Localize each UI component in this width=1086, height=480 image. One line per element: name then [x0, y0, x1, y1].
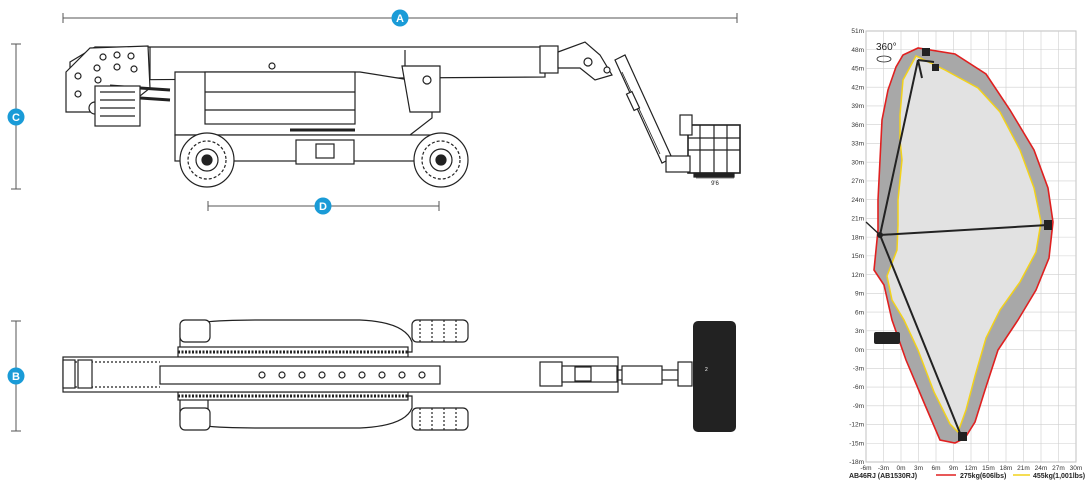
- range-chart-model-label: AB46RJ (AB1530RJ): [849, 473, 917, 480]
- platform-id-mark: 2: [705, 367, 708, 373]
- x-tick-label: 27m: [1052, 465, 1065, 472]
- dimension-b: B: [7, 320, 25, 432]
- y-tick-label: 6m: [855, 309, 864, 316]
- top-wheel-fl: [411, 319, 469, 343]
- x-tick-label: 0m: [896, 465, 905, 472]
- badge-b: [7, 367, 25, 385]
- side-front-wheel: [413, 132, 469, 188]
- y-tick-label: -12m: [849, 422, 864, 429]
- y-tick-label: 27m: [851, 178, 864, 185]
- badge-a-label: A: [396, 13, 404, 25]
- top-wheel-rr: [179, 407, 211, 431]
- top-view-machine: [62, 319, 693, 431]
- y-tick-label: -9m: [853, 403, 864, 410]
- range-chart-x-ticks: -6m -3m 0m 3m 6m 9m 12m 15m 18m 21m 24m 27m 30m: [860, 465, 1082, 472]
- rotation-label: 360°: [876, 42, 897, 53]
- badge-a: [391, 9, 409, 27]
- y-tick-label: 0m: [855, 347, 864, 354]
- y-tick-label: 45m: [851, 66, 864, 73]
- side-view-machine: [65, 41, 741, 188]
- x-tick-label: 30m: [1070, 465, 1083, 472]
- y-tick-label: -6m: [853, 384, 864, 391]
- top-platform: [693, 321, 736, 432]
- badge-c: [7, 108, 25, 126]
- badge-d: [314, 197, 332, 215]
- envelope-boom-silhouettes: [865, 59, 1049, 439]
- range-chart: 51m 48m 45m 42m 39m 36m 33m 30m 27m 24m 21m 18m 15m 1…: [849, 28, 1085, 480]
- y-tick-label: 42m: [851, 84, 864, 91]
- y-tick-label: 51m: [851, 28, 864, 35]
- x-tick-label: 9m: [949, 465, 958, 472]
- x-tick-label: 18m: [1000, 465, 1013, 472]
- x-tick-label: 3m: [914, 465, 923, 472]
- dimension-a: A: [62, 9, 738, 27]
- y-tick-label: 18m: [851, 234, 864, 241]
- platform-width-mark: 9'6: [711, 181, 719, 187]
- legend-label-455kg: 455kg(1,001lbs): [1033, 473, 1085, 480]
- y-tick-label: 30m: [851, 159, 864, 166]
- x-tick-label: 12m: [965, 465, 978, 472]
- x-tick-label: 6m: [931, 465, 940, 472]
- y-tick-label: -3m: [853, 366, 864, 373]
- y-tick-label: 48m: [851, 47, 864, 54]
- x-tick-label: -6m: [860, 465, 871, 472]
- y-tick-label: 9m: [855, 291, 864, 298]
- y-tick-label: -15m: [849, 440, 864, 447]
- top-wheel-rl: [411, 407, 469, 431]
- y-tick-label: 36m: [851, 122, 864, 129]
- y-tick-label: -18m: [849, 459, 864, 466]
- y-tick-label: 39m: [851, 103, 864, 110]
- y-tick-label: 15m: [851, 253, 864, 260]
- rotation-icon: [876, 55, 892, 63]
- x-tick-label: 15m: [982, 465, 995, 472]
- envelope-platform-marks: [874, 48, 1052, 441]
- x-tick-label: 24m: [1035, 465, 1048, 472]
- dimension-d: D: [207, 197, 440, 215]
- x-tick-label: 21m: [1017, 465, 1030, 472]
- side-platform: [665, 114, 741, 178]
- y-tick-label: 12m: [851, 272, 864, 279]
- badge-c-label: C: [12, 112, 20, 124]
- y-tick-label: 3m: [855, 328, 864, 335]
- badge-d-label: D: [319, 201, 327, 213]
- side-rear-wheel: [179, 132, 235, 188]
- top-body-lower: [179, 395, 413, 429]
- y-tick-label: 33m: [851, 141, 864, 148]
- y-tick-label: 24m: [851, 197, 864, 204]
- x-tick-label: -3m: [878, 465, 889, 472]
- dimension-c: C: [7, 43, 25, 190]
- top-wheel-fr: [179, 319, 211, 343]
- range-chart-y-ticks: 51m 48m 45m 42m 39m 36m 33m 30m 27m 24m 21m 18m 15m 1…: [849, 28, 864, 466]
- badge-b-label: B: [12, 371, 20, 383]
- side-jib: [614, 54, 673, 164]
- legend-label-275kg: 275kg(606lbs): [960, 473, 1006, 480]
- y-tick-label: 21m: [851, 216, 864, 223]
